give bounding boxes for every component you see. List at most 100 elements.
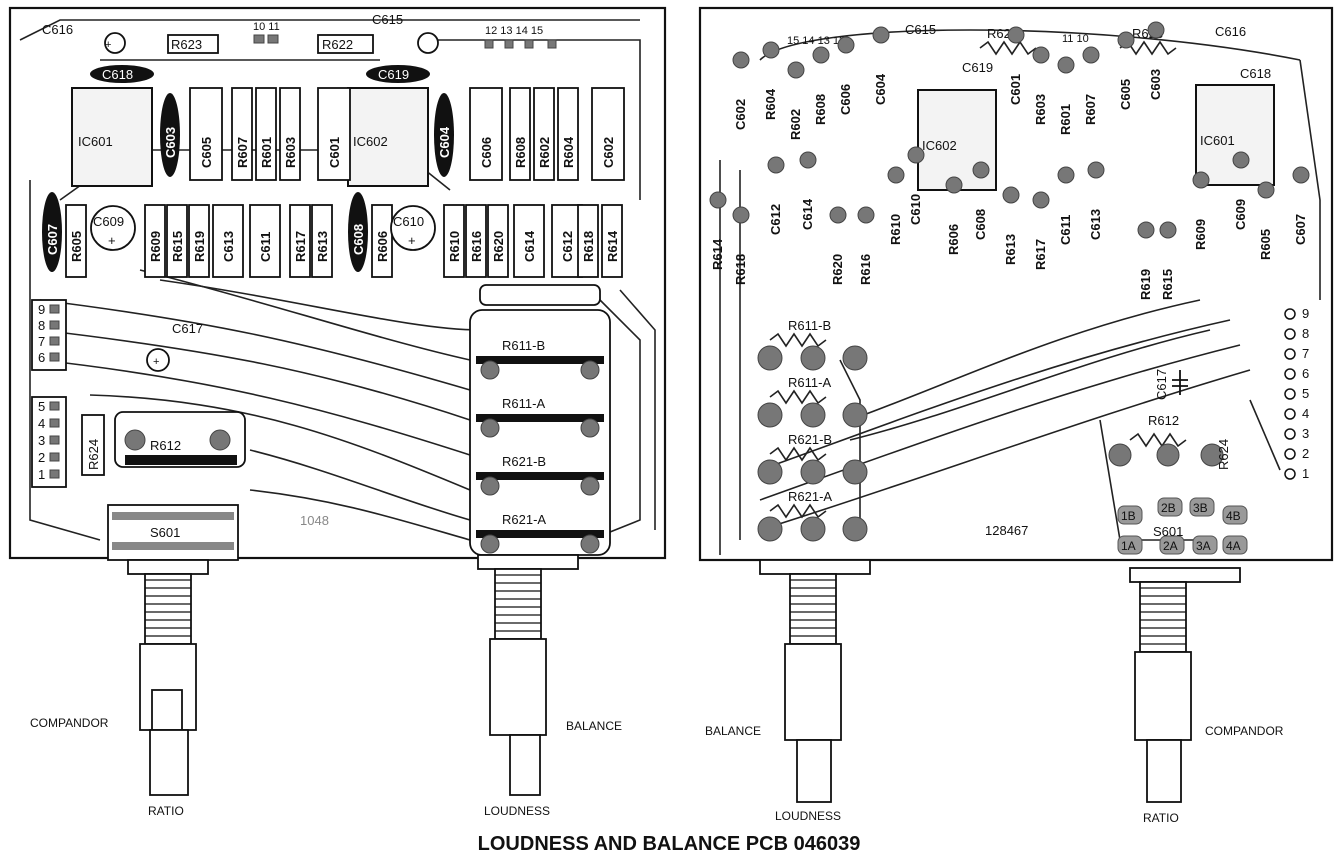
right-label-c613-25: C613 [1088,209,1103,240]
right-label-r602-2: R602 [788,109,803,140]
label-c602: C602 [601,137,616,168]
left-conn-pin-7: 7 [38,334,45,349]
label-r609-lower: R609 [148,231,163,262]
right-pot-r611-b: R611-B [788,318,831,333]
comp-c606 [469,87,503,181]
right-label-c610-19: C610 [908,194,923,225]
c618-cap [90,65,154,83]
comp-r604 [557,87,579,181]
left-balance-label: BALANCE [566,719,622,733]
r623-label: R623 [171,37,202,52]
oval-cap-lower-1 [348,192,368,272]
right-label-c602-0: C602 [733,99,748,130]
comp-c614-lower [513,204,545,278]
label-c611-lower: C611 [258,232,273,262]
label-c605: C605 [199,137,214,168]
left-conn-pin-6: 6 [38,350,45,365]
right-r624-label: R624 [1216,439,1231,470]
right-board-number: 128467 [985,523,1028,538]
right-label-r617-23: R617 [1033,239,1048,270]
right-label-r601-8: R601 [1058,104,1073,135]
comp-c602 [591,87,625,181]
comp-r613-lower [311,204,333,278]
left-knobs: COMPANDOR RATIO BALANCE LOUDNESS [30,554,622,818]
comp-r616-lower [465,204,487,278]
right-conn-pin-1: 1 [1302,466,1309,481]
right-label-c603-11: C603 [1148,69,1163,100]
right-label-r610-18: R610 [888,214,903,245]
right-balance-loudness-shaft [789,573,837,645]
c609-cap [90,205,136,251]
svg-text:+: + [408,233,416,248]
right-ic601-chip [1195,84,1275,186]
right-label-c606-4: C606 [838,84,853,115]
comp-c613-lower [212,204,244,278]
right-label-c601-6: C601 [1008,74,1023,105]
left-pot-bar-0 [476,356,604,364]
label-r602: R602 [537,137,552,168]
right-label-c604-5: C604 [873,73,888,105]
c618-label: C618 [102,67,133,82]
left-top-row: + C616 R623 10 11 R622 C615 12 13 14 15 [42,12,557,54]
r622-label: R622 [322,37,353,52]
r612-label: R612 [150,438,181,453]
comp-r603 [279,87,301,181]
label-r615-lower: R615 [170,231,185,262]
comp-r607 [231,87,253,181]
right-label-c605-10: C605 [1118,79,1133,110]
right-traces [719,29,1321,555]
label-c614-lower: C614 [522,230,537,262]
c617-cap [146,348,170,372]
left-connector-upper [31,299,67,371]
comp-c611-lower [249,204,281,278]
oval-cap-0 [160,93,180,177]
right-label-r619-26: R619 [1138,269,1153,300]
comp-r602 [533,87,555,181]
right-s601-label: S601 [1153,524,1183,539]
oval-cap-label-1: C604 [437,126,452,158]
right-label-r608-3: R608 [813,94,828,125]
r624-label: R624 [86,439,101,470]
comp-r606-lower [371,204,393,278]
s601-label: S601 [150,525,180,540]
left-pot-bar-2 [476,472,604,480]
left-pot-r611-a: R611-A [502,396,545,411]
left-conn-pin-4-low: 4 [38,416,45,431]
right-pins-15-12: 15 14 13 12 [787,35,845,47]
c610-label: C610 [393,214,424,229]
right-s601-pin-3b: 3B [1193,501,1208,515]
label-r617-lower: R617 [293,231,308,262]
board-stamp: 1048 [300,513,329,528]
label-r601: R601 [259,137,274,168]
label-r613-lower: R613 [315,231,330,262]
right-c618-label: C618 [1240,66,1271,81]
right-label-c609-29: C609 [1233,199,1248,230]
comp-r614-lower [601,204,623,278]
right-pot-r621-a: R621-A [788,489,832,504]
r623-resistor [167,34,219,54]
balance-loudness-shaft [494,568,542,640]
comp-r620-lower [487,204,509,278]
left-conn-pin-9: 9 [38,302,45,317]
label-c606: C606 [479,137,494,168]
c615-label: C615 [372,12,403,27]
right-c619-label: C619 [962,60,993,75]
label-r604: R604 [561,136,576,168]
right-label-r616-17: R616 [858,254,873,285]
c617-label: C617 [172,321,203,336]
label-c613-lower: C613 [221,231,236,262]
left-ratio-label: RATIO [148,804,184,818]
right-r612-label: R612 [1148,413,1179,428]
pins-10-11: 10 11 [253,21,280,33]
oval-cap-lower-0 [42,192,62,272]
right-ic602-label: IC602 [922,138,957,153]
right-ratio-compandor-shaft [1139,581,1187,653]
